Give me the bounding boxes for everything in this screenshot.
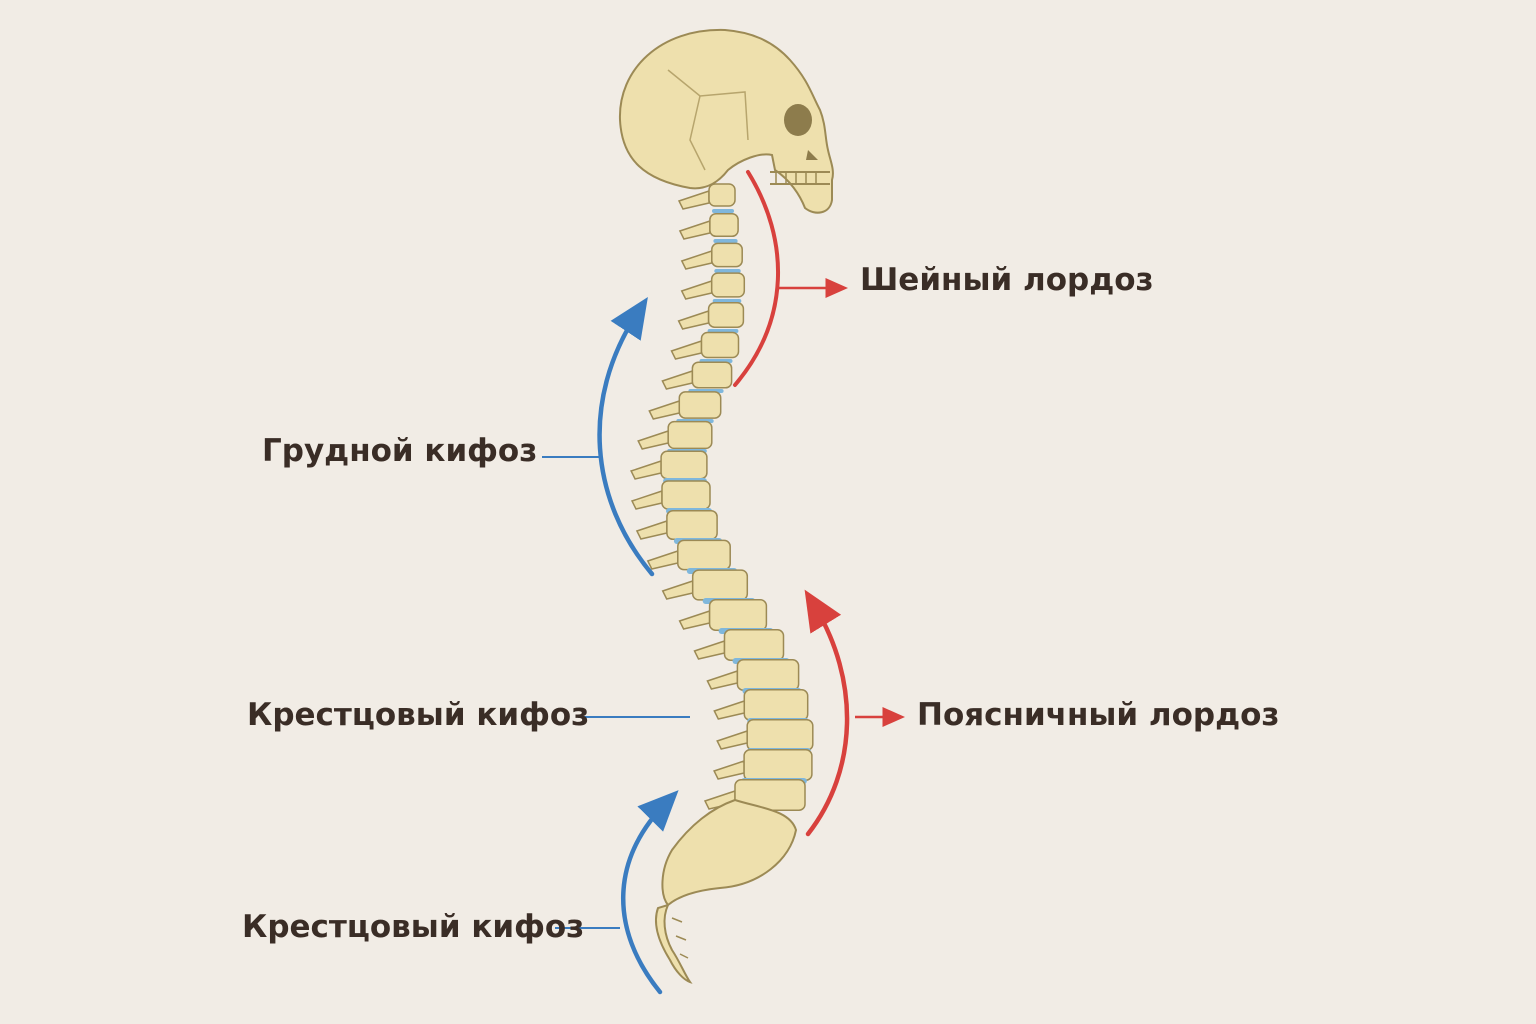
spinous-process bbox=[713, 699, 746, 720]
vertebra bbox=[661, 480, 711, 510]
label-lumbar-lordosis: Поясничный лордоз bbox=[917, 697, 1280, 733]
vertebra bbox=[746, 719, 814, 751]
vertebra bbox=[677, 539, 731, 571]
spinous-process bbox=[693, 639, 726, 660]
vertebra bbox=[710, 272, 746, 298]
spinous-process bbox=[713, 759, 745, 780]
vertebra bbox=[700, 331, 740, 359]
vertebra bbox=[691, 569, 749, 601]
vertebra bbox=[708, 183, 736, 207]
label-cervical-lordosis: Шейный лордоз bbox=[860, 262, 1154, 298]
vertebral-column bbox=[630, 183, 814, 811]
vertebra bbox=[667, 420, 713, 450]
spinous-process bbox=[680, 249, 713, 270]
vertebra bbox=[711, 242, 743, 268]
label-thoracic-kyphosis: Грудной кифоз bbox=[262, 433, 538, 469]
skull bbox=[618, 28, 834, 214]
spinous-process bbox=[646, 549, 679, 570]
spinous-process bbox=[648, 399, 681, 420]
vertebra bbox=[666, 509, 718, 541]
cervical-lordosis-curve bbox=[733, 170, 780, 387]
vertebra bbox=[707, 302, 745, 328]
label-sacral-kyphosis-upper: Крестцовый кифоз bbox=[247, 697, 590, 733]
vertebra bbox=[709, 212, 739, 238]
sacrum bbox=[654, 798, 798, 984]
sacral-kyphosis-curve bbox=[621, 790, 679, 995]
vertebra bbox=[743, 689, 809, 721]
spinous-process bbox=[678, 219, 711, 240]
spinous-process bbox=[637, 429, 669, 450]
vertebra bbox=[678, 391, 722, 419]
spinous-process bbox=[678, 609, 711, 630]
lumbar-lordosis-curve bbox=[804, 589, 850, 837]
spinous-process bbox=[630, 489, 663, 510]
spinous-process bbox=[630, 459, 662, 480]
vertebra bbox=[743, 749, 813, 781]
spinous-process bbox=[680, 279, 713, 300]
vertebra bbox=[723, 629, 785, 661]
spinous-process bbox=[677, 309, 710, 330]
spinous-process bbox=[670, 339, 703, 360]
label-sacral-kyphosis-lower: Крестцовый кифоз bbox=[242, 909, 585, 945]
spinous-process bbox=[677, 189, 710, 210]
spinous-process bbox=[661, 369, 694, 390]
spinous-process bbox=[635, 519, 668, 540]
spinous-process bbox=[661, 579, 694, 600]
vertebra bbox=[736, 659, 800, 691]
vertebra bbox=[708, 599, 768, 631]
spinous-process bbox=[716, 729, 748, 750]
vertebra bbox=[660, 450, 708, 480]
vertebra bbox=[691, 361, 733, 389]
thoracic-kyphosis-curve bbox=[597, 296, 655, 577]
spinous-process bbox=[706, 669, 739, 690]
